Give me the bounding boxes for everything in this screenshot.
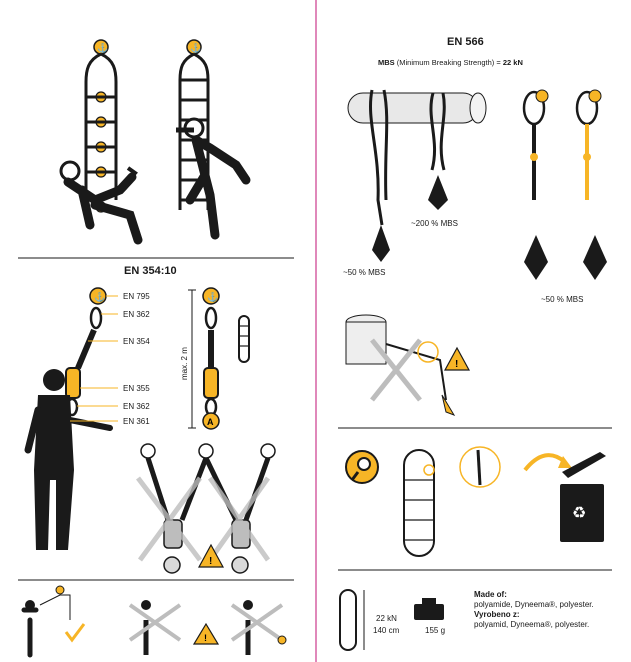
svg-text:♻: ♻ <box>572 505 586 522</box>
sling-ladder-figure-1: ⚓ <box>59 39 143 245</box>
svg-text:!: ! <box>209 556 212 567</box>
label-50-percent-a: ~50 % MBS <box>343 268 386 277</box>
forbidden-lanyard-configuration: ! <box>136 443 276 574</box>
specs-diagram <box>339 589 444 651</box>
sling-ladder-figure-2: ⚓ <box>176 39 251 240</box>
svg-text:⚓: ⚓ <box>190 42 201 53</box>
spec-strength: 22 kN <box>376 614 397 623</box>
max-length-diagram: ⚓ A <box>188 287 250 430</box>
max-length-label: max. 2 m <box>180 347 189 380</box>
spec-weight: 155 g <box>425 626 446 635</box>
mbs-line: MBS (Minimum Breaking Strength) = 22 kN <box>378 58 523 67</box>
standard-2: EN 362 <box>123 310 150 319</box>
label-200-percent: ~200 % MBS <box>411 219 458 228</box>
svg-text:⚓: ⚓ <box>207 291 218 302</box>
svg-text:⚓: ⚓ <box>94 291 105 302</box>
svg-text:⚓: ⚓ <box>97 42 108 53</box>
en354-title: EN 354:10 <box>124 265 177 277</box>
usage-pictograms: ! <box>21 585 287 658</box>
bar-sling-diagram <box>347 89 487 262</box>
standard-5: EN 362 <box>123 402 150 411</box>
svg-text:!: ! <box>455 359 458 370</box>
climber-standards-diagram: ⚓ A <box>24 287 118 550</box>
label-50-percent-b: ~50 % MBS <box>541 295 584 304</box>
standard-3: EN 354 <box>123 337 150 346</box>
carabiner-sling-diagram <box>522 89 607 280</box>
standard-6: EN 361 <box>123 417 150 426</box>
edge-warning-diagram: ! <box>345 314 471 416</box>
made-of-text: polyamide, Dyneema®, polyester. <box>474 600 594 609</box>
svg-text:!: ! <box>204 633 207 643</box>
standard-1: EN 795 <box>123 292 150 301</box>
spec-length: 140 cm <box>373 626 400 635</box>
standard-4: EN 355 <box>123 384 150 393</box>
mbs-paren: (Minimum Breaking Strength) = <box>396 58 501 67</box>
inspection-diagram <box>345 446 501 557</box>
material-block: Made of: polyamide, Dyneema®, polyester.… <box>474 590 594 630</box>
vyrobeno-text: polyamid, Dyneema®, polyester. <box>474 620 590 629</box>
en566-title: EN 566 <box>447 36 484 48</box>
mbs-label: MBS <box>378 58 395 67</box>
recycle-bin-icon: ♻ <box>523 452 606 542</box>
svg-text:A: A <box>207 417 214 427</box>
mbs-value: 22 kN <box>502 58 523 67</box>
made-of-title: Made of: <box>474 590 507 599</box>
vyrobeno-title: Vyrobeno z: <box>474 610 520 619</box>
